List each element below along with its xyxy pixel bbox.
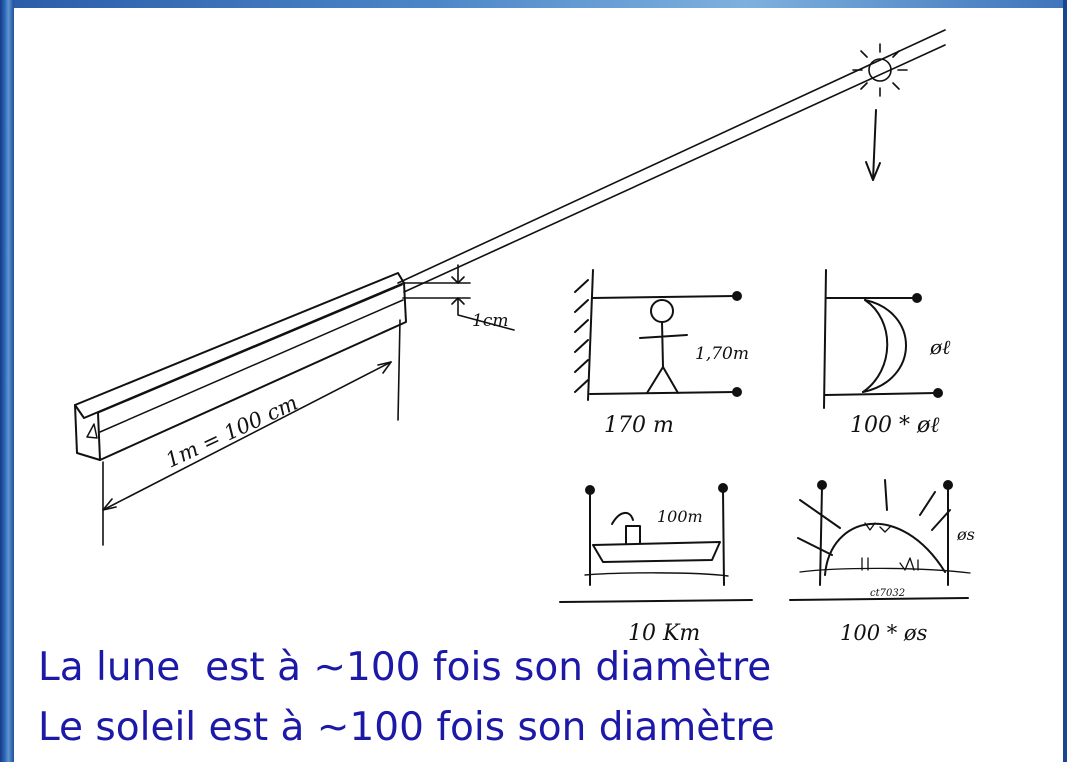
sun-dome-panel — [789, 479, 971, 601]
person-distance-label: 170 m — [604, 413, 674, 438]
person-height-label: 1,70m — [695, 344, 749, 364]
ruler-label: 1m = 100 cm — [162, 390, 301, 472]
down-arrow — [865, 109, 881, 181]
boat-panel — [559, 483, 753, 603]
boat-label: 100m — [657, 507, 703, 526]
slide-frame-right — [1063, 0, 1067, 762]
gap-marker — [402, 264, 515, 331]
sightline — [397, 29, 946, 293]
sketch-paper — [14, 8, 1063, 762]
ruler-dimension — [102, 319, 401, 546]
gap-label: 1cm — [472, 311, 508, 331]
slide-frame-left — [0, 0, 14, 762]
caption-sun: Le soleil est à ~100 fois son diamètre — [38, 705, 775, 750]
sun-icon — [852, 43, 908, 97]
sun-distance-label: 100 * øs — [840, 621, 928, 645]
slide-frame-top — [0, 0, 1067, 8]
boat-distance-label: 10 Km — [628, 621, 700, 646]
sun-signature: ct7032 — [870, 588, 905, 599]
moon-panel — [823, 269, 943, 409]
person-panel — [574, 269, 742, 401]
moon-diameter-label: øℓ — [929, 335, 951, 359]
caption-moon: La lune est à ~100 fois son diamètre — [38, 645, 772, 690]
moon-distance-label: 100 * øℓ — [850, 413, 940, 438]
sun-diameter-label: øs — [956, 525, 975, 544]
